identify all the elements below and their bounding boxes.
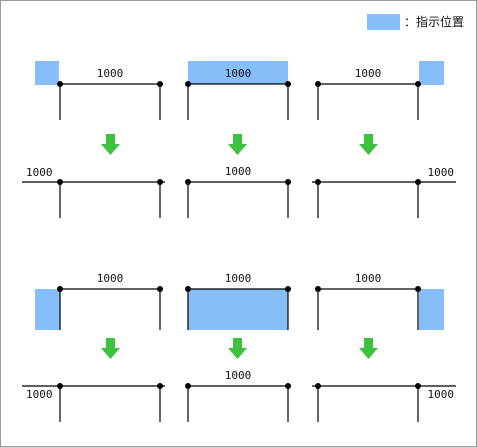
dimension-label: 1000 [428, 388, 455, 401]
legend-label: ：指示位置 [404, 15, 465, 29]
dimension-label: 1000 [225, 272, 252, 285]
dimension-label: 1000 [355, 272, 382, 285]
panel-r3-c3: 1000 [315, 272, 444, 330]
highlight-right-end [419, 61, 444, 85]
endpoint-dot [415, 286, 421, 292]
arrow-down-icon [101, 134, 120, 155]
panel-r1-c1: 1000 [35, 61, 163, 120]
panel-r3-c1: 1000 [35, 272, 163, 330]
legend-swatch [367, 14, 400, 30]
highlight-whole-span [188, 61, 288, 84]
endpoint-dot [57, 286, 63, 292]
endpoint-dot [315, 286, 321, 292]
dimension-label: 1000 [97, 67, 124, 80]
dimension-label: 1000 [225, 67, 252, 80]
highlight-whole-span [188, 289, 288, 330]
dimension-label: 1000 [225, 165, 252, 178]
arrow-down-icon [359, 338, 378, 359]
endpoint-dot [315, 383, 321, 389]
arrow-down-icon [359, 134, 378, 155]
dimension-label: 1000 [355, 67, 382, 80]
endpoint-dot [57, 81, 63, 87]
endpoint-dot [285, 179, 291, 185]
endpoint-dot [285, 286, 291, 292]
endpoint-dot [415, 179, 421, 185]
dimension-label: 1000 [428, 166, 455, 179]
endpoint-dot [315, 81, 321, 87]
panel-r2-c2: 1000 [185, 165, 291, 218]
arrow-down-icon [228, 338, 247, 359]
panel-r1-c3: 1000 [315, 61, 444, 120]
endpoint-dot [185, 383, 191, 389]
endpoint-dot [157, 383, 163, 389]
dimension-label: 1000 [225, 369, 252, 382]
highlight-left-end [35, 61, 59, 85]
highlight-right-end [419, 289, 444, 330]
panel-r4-c2: 1000 [185, 369, 291, 422]
endpoint-dot [185, 81, 191, 87]
endpoint-dot [185, 179, 191, 185]
endpoint-dot [57, 179, 63, 185]
dimension-label: 1000 [26, 388, 53, 401]
endpoint-dot [57, 383, 63, 389]
endpoint-dot [315, 179, 321, 185]
panel-r3-c2: 1000 [185, 272, 291, 330]
panel-r2-c3: 1000 [312, 166, 456, 218]
endpoint-dot [157, 286, 163, 292]
endpoint-dot [285, 81, 291, 87]
endpoint-dot [157, 81, 163, 87]
endpoint-dot [415, 81, 421, 87]
panel-r4-c3: 1000 [312, 383, 456, 422]
endpoint-dot [157, 179, 163, 185]
endpoint-dot [415, 383, 421, 389]
arrow-down-icon [101, 338, 120, 359]
panel-r2-c1: 1000 [22, 166, 165, 218]
dimension-label: 1000 [97, 272, 124, 285]
endpoint-dot [285, 383, 291, 389]
highlight-left-end [35, 289, 60, 330]
endpoint-dot [185, 286, 191, 292]
panel-r1-c2: 1000 [185, 61, 291, 120]
arrow-down-icon [228, 134, 247, 155]
panel-r4-c1: 1000 [22, 383, 165, 422]
dimension-label: 1000 [26, 166, 53, 179]
